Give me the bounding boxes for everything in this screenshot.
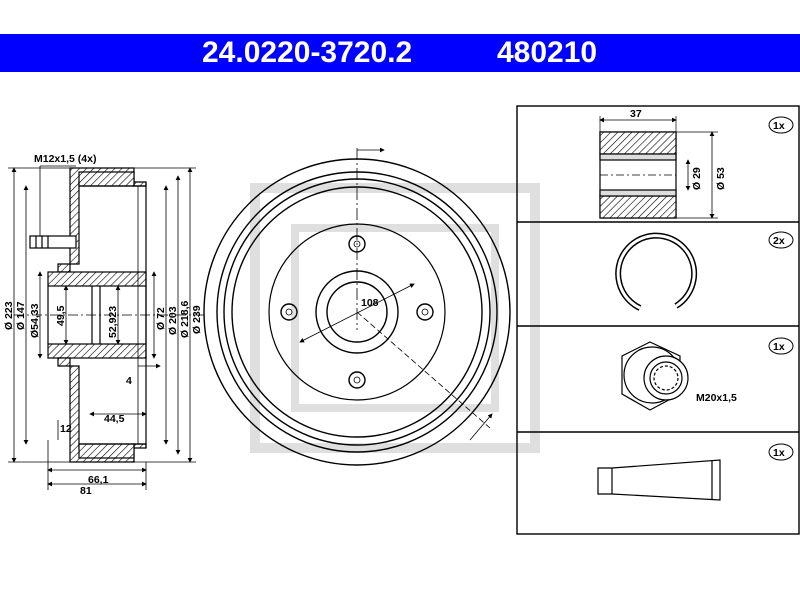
front-view-centre-lines <box>299 147 493 441</box>
parts-panel <box>516 105 800 535</box>
stud-hole-left <box>280 303 298 321</box>
nut-qty: 1x <box>773 341 785 353</box>
bearing-icon <box>599 116 718 219</box>
drum-section-view <box>14 167 205 463</box>
dim-w12: 12 <box>60 423 72 435</box>
nut-thread: M20x1,5 <box>696 392 737 404</box>
thread-label: M12x1,5 (4x) <box>34 153 96 165</box>
hub-bottom <box>47 343 147 359</box>
qty-badge-circlip <box>768 231 794 249</box>
bearing-qty: 1x <box>773 120 785 132</box>
hex-nut-icon <box>621 341 689 411</box>
cap-qty: 1x <box>773 447 785 459</box>
dim-w66: 66,1 <box>88 474 109 486</box>
dim-d239: Ø 239 <box>191 305 203 334</box>
title-bar: 24.0220-3720.2 480210 <box>0 34 800 72</box>
qty-badge-nut <box>768 337 794 355</box>
dim-d54: Ø54,33 <box>29 303 41 338</box>
grease-cap-icon <box>597 459 721 501</box>
dim-w81: 81 <box>80 485 92 497</box>
hub-top <box>47 271 147 287</box>
stud-hole-right <box>416 303 434 321</box>
bearing-bore: Ø 29 <box>691 167 703 190</box>
qty-badge-cap <box>768 443 794 461</box>
pcd-label: 108 <box>361 297 379 309</box>
dim-d223: Ø 223 <box>3 301 15 330</box>
dim-h52: 52,923 <box>107 306 119 338</box>
bearing-outer: Ø 53 <box>715 167 727 190</box>
dim-d147: Ø 147 <box>15 301 27 330</box>
circlip-qty: 2x <box>773 235 785 247</box>
section-dimension-lines <box>8 165 196 490</box>
dim-d72: Ø 72 <box>155 307 167 330</box>
drum-rim-bottom <box>78 443 135 459</box>
dim-h49: 49,5 <box>55 305 67 326</box>
dim-d203: Ø 203 <box>167 306 179 335</box>
dim-d218: Ø 218,6 <box>179 300 191 338</box>
drum-rim-top <box>78 171 135 187</box>
reference-number: 480210 <box>497 36 598 69</box>
parts-panel-frame <box>516 105 800 535</box>
bearing-width: 37 <box>630 108 642 120</box>
qty-badge-bearing <box>768 116 794 134</box>
dim-w44: 44,5 <box>104 413 125 425</box>
stud-hole-bottom <box>348 371 366 389</box>
wheel-stud <box>29 235 77 249</box>
part-number: 24.0220-3720.2 <box>202 36 413 69</box>
dim-w4: 4 <box>126 375 132 387</box>
